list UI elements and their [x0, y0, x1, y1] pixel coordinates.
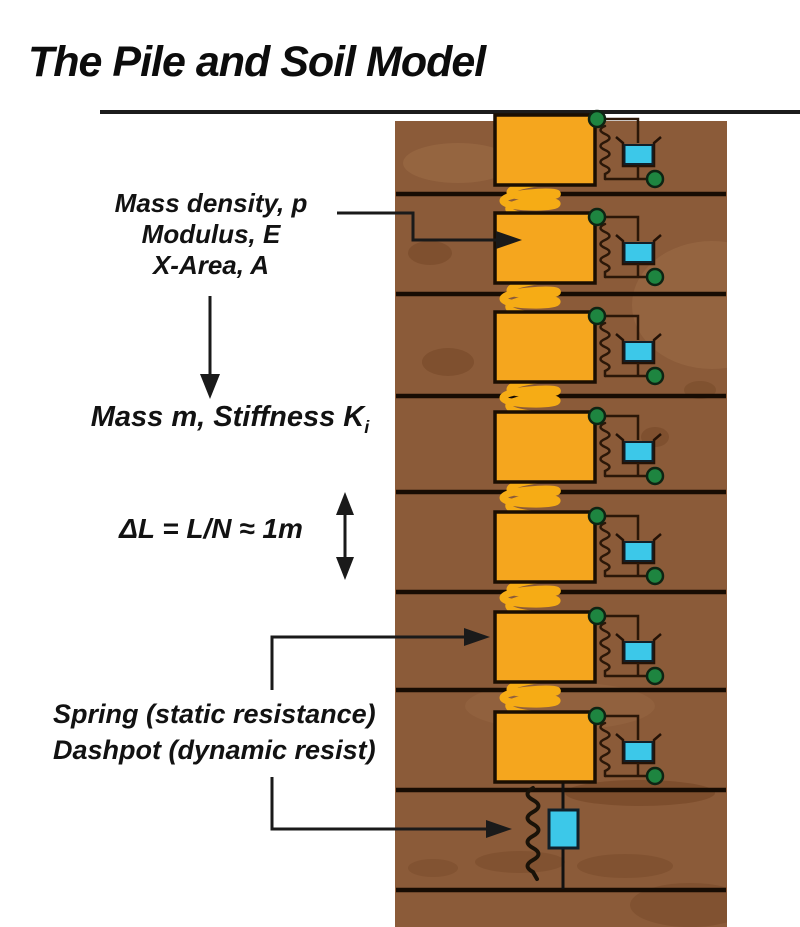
arrowhead-to-spring-icon: [464, 628, 490, 646]
pile-segment-5: [493, 506, 665, 586]
spring-label-leader-line: [270, 635, 466, 690]
pile-segment-1: [493, 109, 665, 189]
pile-properties-line1: Mass density, p: [114, 188, 308, 218]
pile-properties-label: Mass density, p Modulus, E X-Area, A: [55, 188, 367, 281]
pile-properties-leader-line: [337, 211, 498, 242]
pile-properties-line2: Modulus, E: [141, 219, 281, 249]
soil-layer-lines: [396, 191, 726, 893]
annotation-arrowheads: [200, 231, 522, 838]
arrowhead-down-icon: [200, 374, 220, 399]
pile-properties-line3: X-Area, A: [152, 250, 270, 280]
dashpot-label-leader-line: [270, 777, 488, 831]
arrowhead-up-icon: [336, 492, 354, 515]
soil-texture-blob: [408, 859, 458, 877]
soil-texture-blob: [422, 348, 474, 376]
pile-segment-6: [493, 606, 665, 686]
toe-dashpot-fluid: [547, 808, 580, 850]
soil-texture-blob: [408, 241, 452, 265]
page-title: The Pile and Soil Model: [28, 38, 486, 86]
lumped-mass-label: Mass m, Stiffness Ki: [50, 401, 410, 438]
soil-texture-blob: [577, 854, 673, 878]
arrowhead-to-mass-icon: [496, 231, 522, 249]
soil-texture-blob: [403, 143, 513, 183]
lumped-mass-subscript: i: [364, 416, 370, 437]
soil-texture-blob: [630, 883, 727, 927]
toe-resistance-unit: [525, 782, 580, 889]
soil-resistance-line2: Dashpot (dynamic resist): [53, 735, 376, 765]
arrowhead-to-toe-icon: [486, 820, 512, 838]
soil-texture-blob: [632, 241, 727, 369]
pile-segment-2: [493, 207, 665, 287]
soil-texture-blob: [565, 780, 715, 806]
soil-resistance-label: Spring (static resistance) Dashpot (dyna…: [53, 696, 393, 768]
soil-texture-blob: [475, 851, 565, 873]
lumped-mass-text: Mass m, Stiffness K: [90, 401, 365, 433]
toe-spring-icon: [525, 786, 541, 881]
pile-segment-7: [493, 706, 665, 786]
arrowhead-down-icon: [336, 557, 354, 580]
pile-segment-3: [493, 306, 665, 386]
soil-resistance-line1: Spring (static resistance): [53, 699, 376, 729]
pile-segment-4: [493, 406, 665, 486]
segment-length-label: ΔL = L/N ≈ 1m: [119, 513, 303, 544]
annotation-lines: [208, 211, 498, 831]
